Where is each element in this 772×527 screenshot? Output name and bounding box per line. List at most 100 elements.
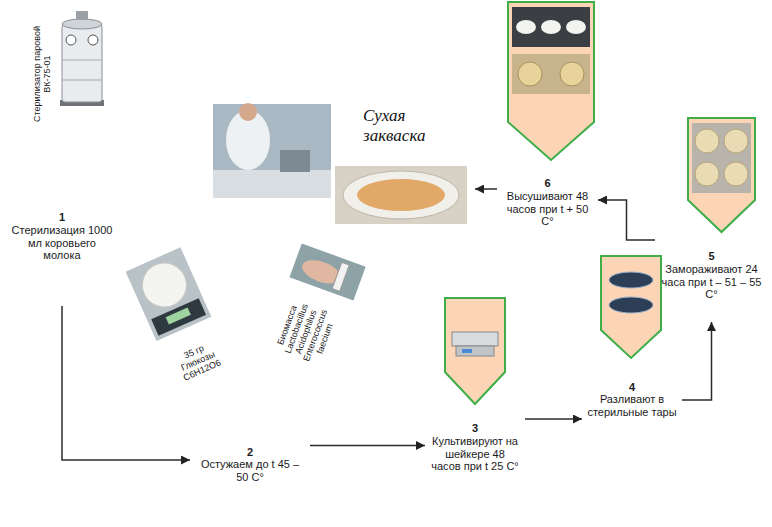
frozen-pentagon bbox=[688, 118, 755, 232]
lab-photo bbox=[213, 103, 331, 198]
step-text: Высушивают 48 часов при t + 50 C° bbox=[502, 190, 593, 228]
petri-dish bbox=[724, 129, 748, 153]
dried-dish bbox=[518, 62, 542, 86]
petri-dish bbox=[609, 297, 653, 313]
result-label: Сухая закваска bbox=[363, 106, 467, 147]
shaker-display bbox=[462, 349, 472, 353]
text-holder: Стерилизатор паровой ВК-75-01 bbox=[32, 24, 52, 124]
cylinder-top bbox=[191, 399, 309, 427]
cylinder-body bbox=[7, 173, 117, 305]
flow-arrow bbox=[682, 322, 712, 400]
input-label: Биомасса Lactobacillus Acidophilus Enter… bbox=[268, 285, 343, 379]
text-holder: Сухая закваска bbox=[363, 106, 467, 147]
step-text: Культивируют на шейкере 48 часов при t 2… bbox=[430, 435, 520, 473]
drying-pentagon bbox=[508, 2, 594, 160]
photo-ground bbox=[289, 243, 365, 300]
glucose-photo bbox=[126, 247, 212, 341]
cylinder-top bbox=[656, 221, 767, 249]
biomass-photo bbox=[289, 243, 365, 300]
flow-arrow bbox=[598, 200, 655, 240]
scale-display bbox=[166, 308, 191, 325]
photo-ground bbox=[126, 247, 212, 341]
sterilizer-body bbox=[62, 24, 102, 102]
lab-bench bbox=[213, 170, 331, 198]
connectors bbox=[62, 189, 712, 460]
shaker-platform bbox=[452, 332, 498, 346]
pentagon-arrow bbox=[601, 256, 661, 358]
process-cylinder: 2Остужаем до t 45 – 50 C° bbox=[190, 398, 310, 522]
sterilizer-handle bbox=[76, 11, 88, 20]
pentagon-arrow bbox=[445, 298, 505, 404]
input-pentagon: 35 гр Глюкозы C6H12O6 bbox=[115, 236, 243, 425]
petri-dish bbox=[695, 162, 719, 186]
dish bbox=[343, 171, 459, 219]
text-holder: 35 гр Глюкозы C6H12O6 bbox=[167, 336, 229, 386]
sterilizer-lid bbox=[62, 19, 102, 29]
pentagon-group bbox=[22, 0, 117, 168]
process-cylinder: 4Разливают в стерильные тары bbox=[582, 345, 682, 445]
cylinder-top bbox=[498, 149, 597, 177]
equipment-pentagon: Стерилизатор паровой ВК-75-01 bbox=[19, 0, 119, 171]
process-cylinder: 6Высушивают 48 часов при t + 50 C° bbox=[497, 148, 598, 248]
lab-equipment bbox=[280, 150, 310, 172]
sterilizer-picture bbox=[60, 11, 104, 106]
dishes-pentagon bbox=[601, 256, 661, 358]
petri-dish bbox=[541, 20, 561, 34]
step-text: Остужаем до t 45 – 50 C° bbox=[195, 458, 305, 483]
pentagon-group bbox=[117, 239, 258, 437]
sterilizer-gauge bbox=[66, 35, 76, 45]
pentagon-arrow bbox=[22, 0, 117, 168]
flow-arrow bbox=[525, 418, 582, 420]
step-number: 6 bbox=[502, 177, 593, 190]
process-cylinder: 3Культивируют на шейкере 48 часов при t … bbox=[425, 393, 525, 493]
step-text: Разливают в стерильные тары bbox=[587, 393, 677, 418]
dry-starter bbox=[357, 179, 445, 211]
shaker-base bbox=[456, 346, 494, 356]
cylinder-top bbox=[583, 346, 681, 374]
step-number: 5 bbox=[660, 250, 763, 263]
box-outline bbox=[205, 98, 475, 230]
step-text: Стерилизация 1000 мл коровьего молока bbox=[11, 224, 113, 262]
input-pentagon: Биомасса Lactobacillus Acidophilus Enter… bbox=[249, 236, 376, 420]
shaker-pentagon bbox=[445, 298, 505, 404]
incubator-photo bbox=[512, 7, 590, 47]
sterilizer-band bbox=[62, 80, 102, 81]
scale-base bbox=[151, 298, 206, 336]
step-number: 2 bbox=[195, 446, 305, 459]
input-label: 35 гр Глюкозы C6H12O6 bbox=[167, 336, 229, 386]
petri-dish bbox=[695, 129, 719, 153]
test-tube bbox=[332, 262, 349, 291]
result-box: Сухая закваска bbox=[205, 98, 475, 230]
dried-photo bbox=[512, 54, 590, 94]
pentagon-outline bbox=[115, 236, 243, 425]
process-cylinder: 1Стерилизация 1000 мл коровьего молока bbox=[6, 158, 118, 306]
starter-photo bbox=[335, 166, 467, 224]
box-rect bbox=[206, 99, 474, 229]
cylinder-body bbox=[498, 163, 597, 247]
petri-dish bbox=[566, 20, 586, 34]
petri-dish bbox=[724, 162, 748, 186]
cylinder-body bbox=[191, 413, 309, 521]
step-number: 1 bbox=[11, 211, 113, 224]
dried-dish bbox=[560, 62, 584, 86]
petri-dish bbox=[609, 272, 653, 288]
photo-ground bbox=[335, 166, 467, 224]
cylinder-top bbox=[7, 159, 117, 187]
flow-arrow bbox=[310, 445, 425, 447]
pentagon-arrow bbox=[117, 239, 258, 437]
photo-ground bbox=[213, 104, 331, 198]
pentagon-arrow bbox=[688, 118, 755, 232]
cylinder-top bbox=[426, 394, 524, 422]
person-head bbox=[239, 103, 257, 121]
sterilizer-band bbox=[62, 60, 102, 61]
step-number: 4 bbox=[587, 381, 677, 394]
step-number: 3 bbox=[430, 422, 520, 435]
process-cylinder: 5Замораживают 24 часа при t – 51 – 55 C° bbox=[655, 220, 768, 322]
flow-arrow bbox=[475, 188, 497, 190]
petri-dish bbox=[516, 20, 536, 34]
flow-arrow bbox=[62, 306, 190, 460]
pentagon-arrow bbox=[237, 238, 372, 430]
input-label: Стерилизатор паровой ВК-75-01 bbox=[32, 24, 52, 124]
